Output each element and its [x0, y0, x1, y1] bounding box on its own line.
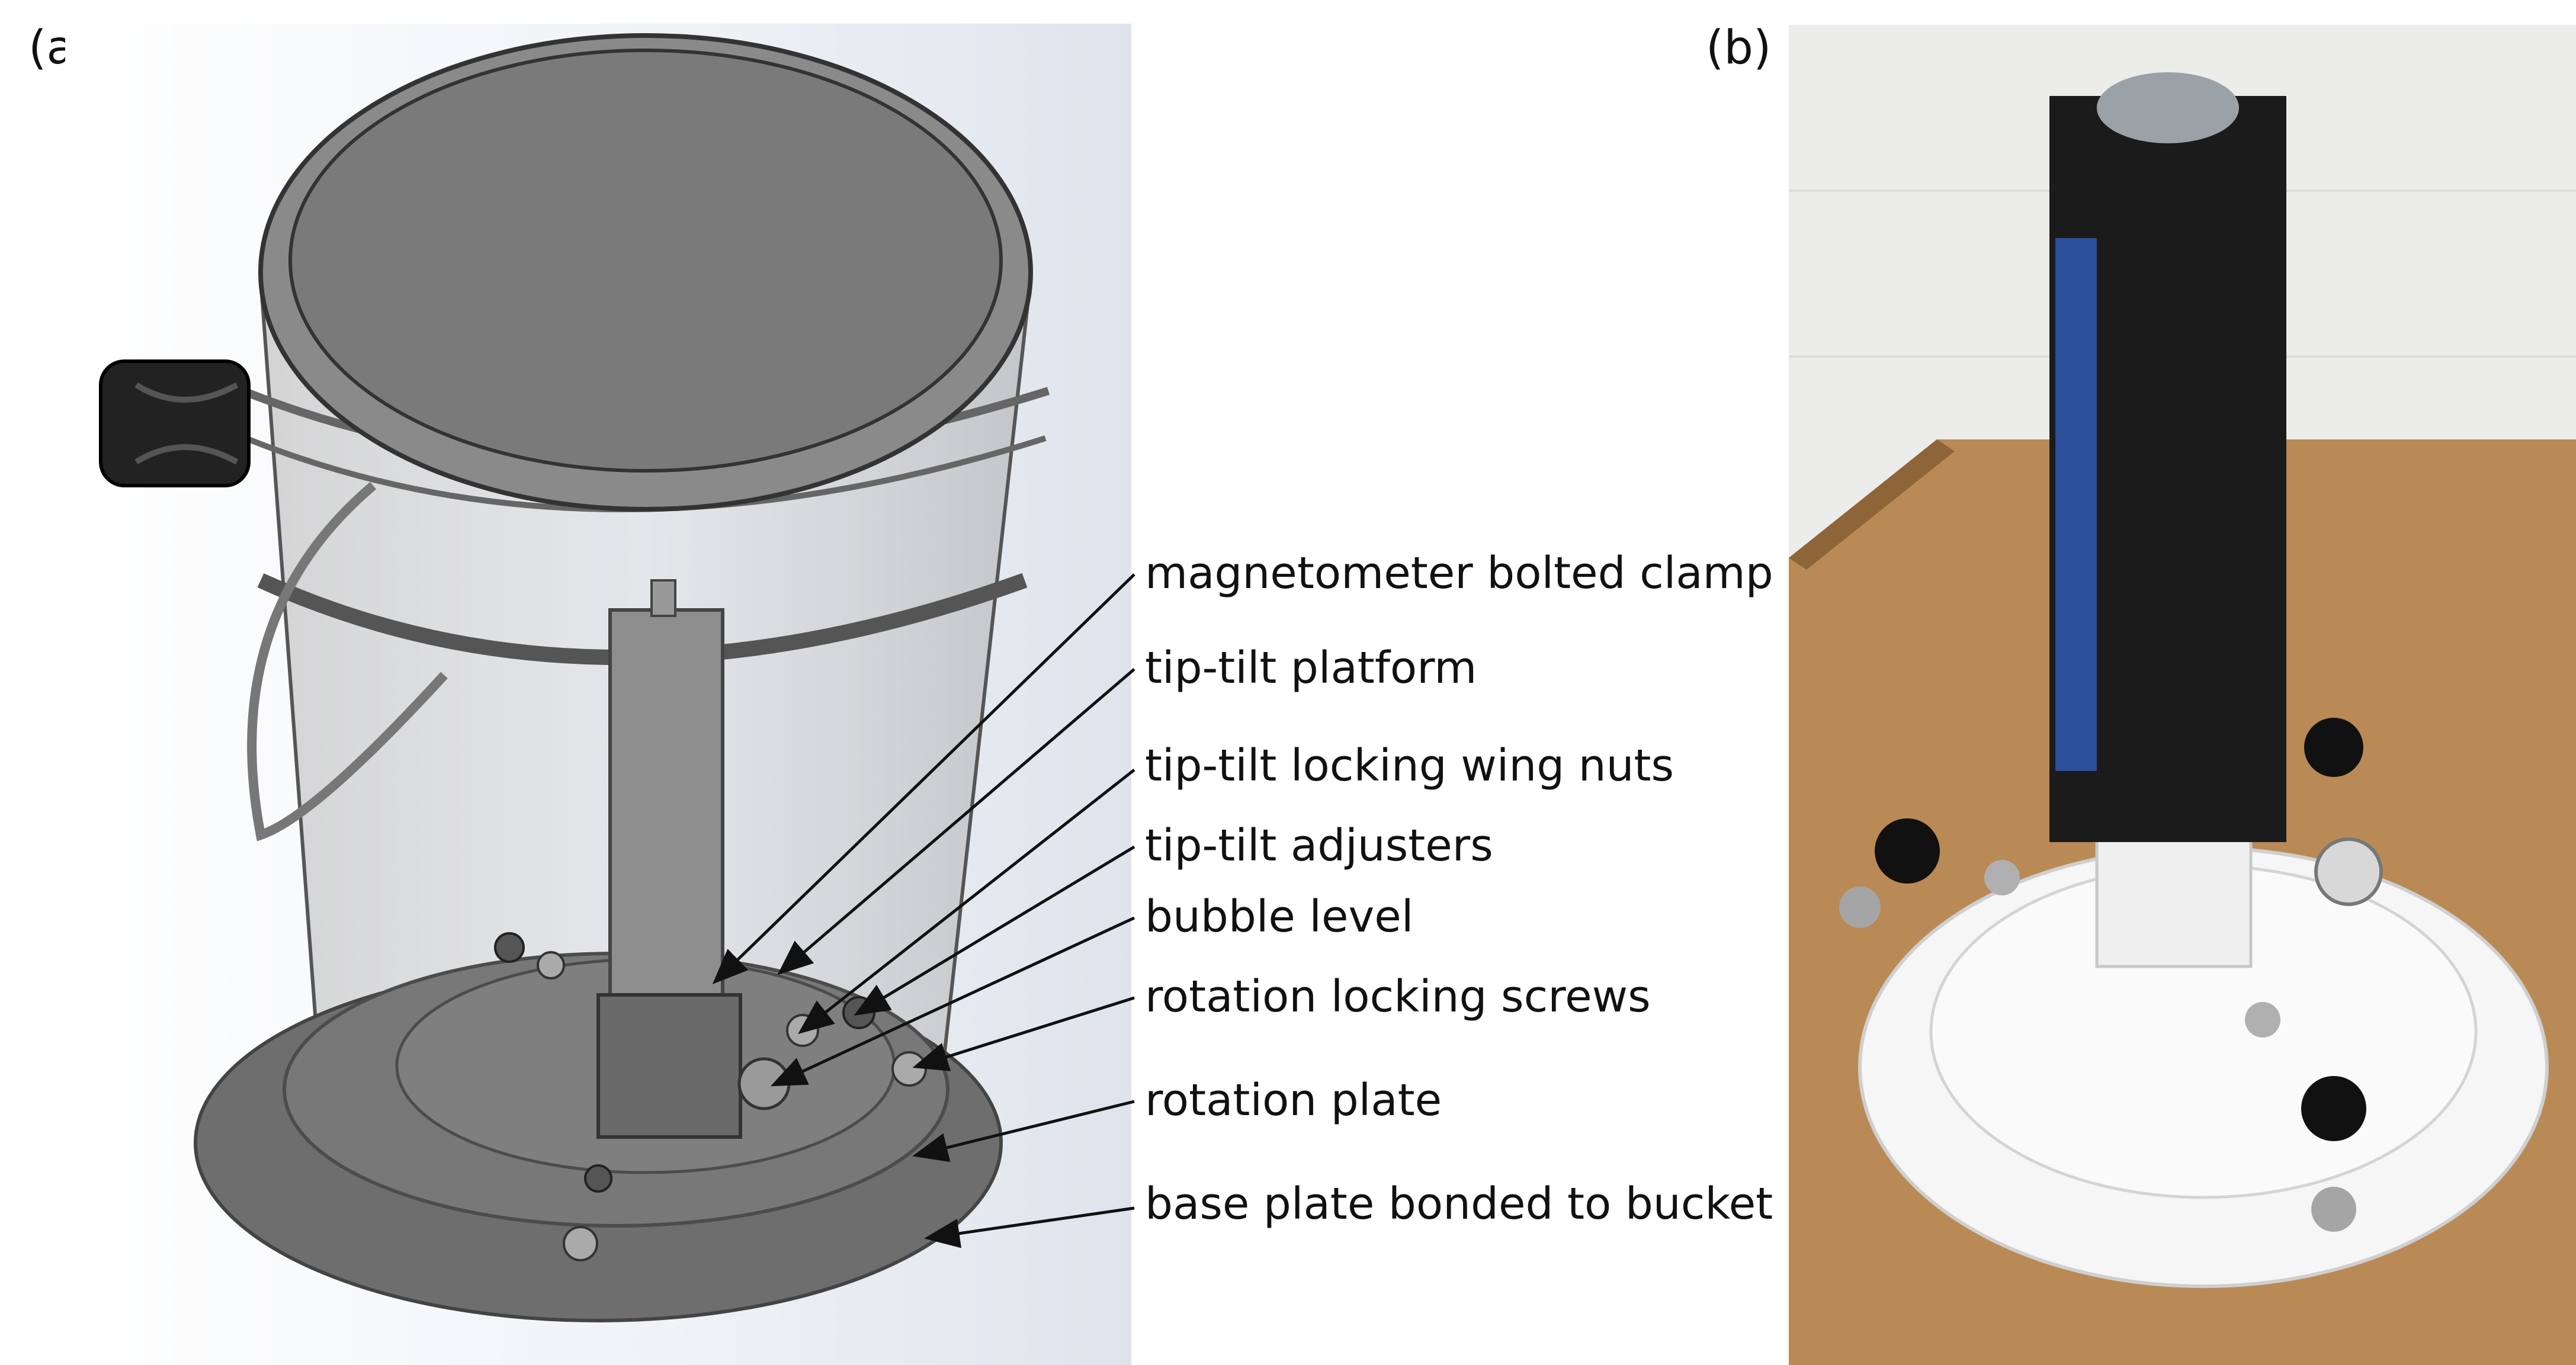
table-edge [1789, 439, 1955, 570]
callout-magnetometer-bolted-clamp: magnetometer bolted clamp [1145, 548, 1773, 599]
magnetometer-clamp [596, 993, 742, 1139]
locking-screw [1839, 887, 1881, 928]
wing-nut [786, 1014, 819, 1047]
locking-screw [2311, 1187, 2356, 1232]
tip-tilt-adjuster [494, 932, 525, 963]
adjuster-knob [2301, 1076, 2366, 1141]
wing-nut [2245, 1002, 2280, 1038]
rotation-locking-screw [563, 1226, 598, 1261]
callout-tip-tilt-locking-wing-nuts: tip-tilt locking wing nuts [1145, 740, 1674, 791]
magnetometer-column [608, 608, 724, 1020]
magnetometer-label [2055, 238, 2097, 771]
cable-gland [99, 359, 251, 487]
callout-rotation-locking-screws: rotation locking screws [1145, 971, 1651, 1022]
callout-bubble-level: bubble level [1145, 891, 1414, 942]
cable-gland-detail [134, 382, 239, 465]
adjuster-knob [2304, 718, 2363, 777]
bucket-handle [247, 481, 448, 842]
cad-render-panel [65, 24, 1131, 1365]
magnetometer-connector [2097, 72, 2239, 143]
callout-base-plate-bonded-to-bucket: base plate bonded to bucket [1145, 1178, 1773, 1229]
magnetometer-cap [650, 579, 676, 617]
bubble-level [2314, 837, 2383, 906]
panel-label-b: (b) [1706, 21, 1772, 75]
bucket-lid [288, 49, 1003, 473]
callout-rotation-plate: rotation plate [1145, 1075, 1442, 1126]
rotation-locking-screw [891, 1051, 927, 1087]
photo-panel [1789, 25, 2576, 1365]
tip-tilt-adjuster [584, 1164, 612, 1193]
wing-nut [537, 951, 565, 979]
bubble-level [737, 1057, 791, 1110]
callout-tip-tilt-platform: tip-tilt platform [1145, 643, 1477, 693]
wing-nut [1984, 860, 2020, 895]
adjuster-knob [1875, 818, 1940, 884]
callout-tip-tilt-adjusters: tip-tilt adjusters [1145, 820, 1493, 871]
tip-tilt-adjuster [842, 996, 875, 1029]
